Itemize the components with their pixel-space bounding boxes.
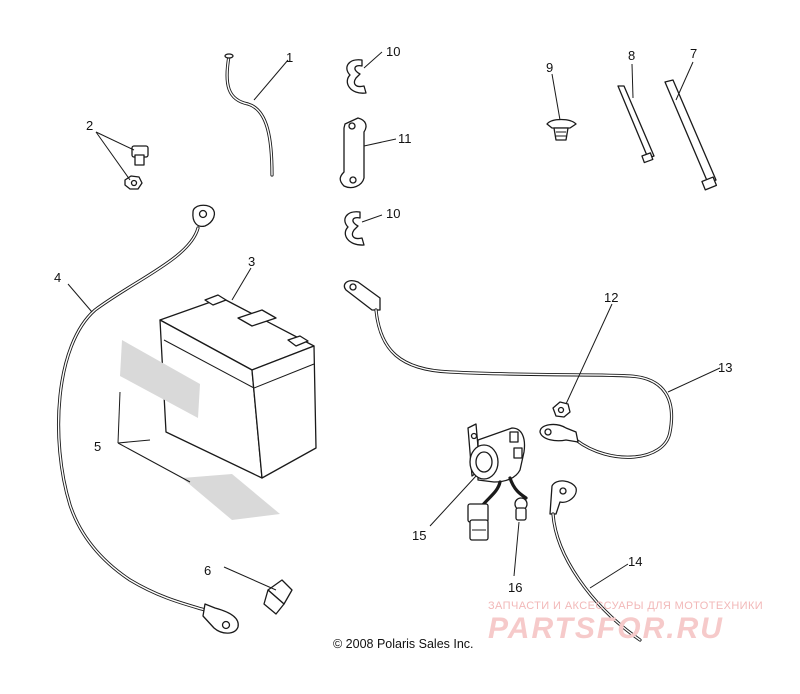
- leader-lines: [67, 51, 721, 591]
- part-terminal-boot: [514, 497, 528, 521]
- callout-10-upper: 10: [386, 44, 400, 59]
- part-negative-cable: [57, 204, 239, 634]
- callout-8: 8: [628, 48, 635, 63]
- callout-13: 13: [718, 360, 732, 375]
- callout-1: 1: [286, 50, 293, 65]
- part-battery-labels: [120, 340, 280, 520]
- part-clip-upper: [346, 59, 367, 94]
- part-nut: [552, 401, 571, 418]
- callout-11: 11: [398, 131, 412, 146]
- watermark-caption: ЗАПЧАСТИ И АКСЕССУАРЫ ДЛЯ МОТОТЕХНИКИ: [488, 600, 764, 612]
- part-push-rivet: [546, 118, 577, 141]
- part-ground-bolt: [263, 579, 293, 615]
- part-cable-tie-small: [617, 85, 655, 164]
- callout-16: 16: [508, 580, 522, 595]
- part-vent-hose: [224, 53, 274, 177]
- part-bracket: [339, 117, 367, 189]
- part-starter-solenoid: [467, 423, 528, 541]
- part-battery: [159, 294, 317, 479]
- part-clip-lower: [344, 211, 365, 246]
- callout-7: 7: [690, 46, 697, 61]
- part-solenoid-cable: [549, 480, 642, 642]
- callout-14: 14: [628, 554, 642, 569]
- callout-10-lower: 10: [386, 206, 400, 221]
- part-cable-tie-large: [664, 79, 718, 191]
- callout-15: 15: [412, 528, 426, 543]
- callout-labels: 1 2 3 4 5 6 7 8 9 10 10 11 12 13 14 15 1…: [54, 44, 732, 595]
- callout-5: 5: [94, 439, 101, 454]
- callout-9: 9: [546, 60, 553, 75]
- watermark-logo: PARTSFOR.RU: [488, 612, 724, 645]
- callout-12: 12: [604, 290, 618, 305]
- part-bolt-and-nut: [124, 145, 149, 190]
- callout-6: 6: [204, 563, 211, 578]
- callout-3: 3: [248, 254, 255, 269]
- callout-2: 2: [86, 118, 93, 133]
- part-positive-cable: [343, 280, 674, 459]
- copyright-text: © 2008 Polaris Sales Inc.: [333, 637, 474, 651]
- callout-4: 4: [54, 270, 61, 285]
